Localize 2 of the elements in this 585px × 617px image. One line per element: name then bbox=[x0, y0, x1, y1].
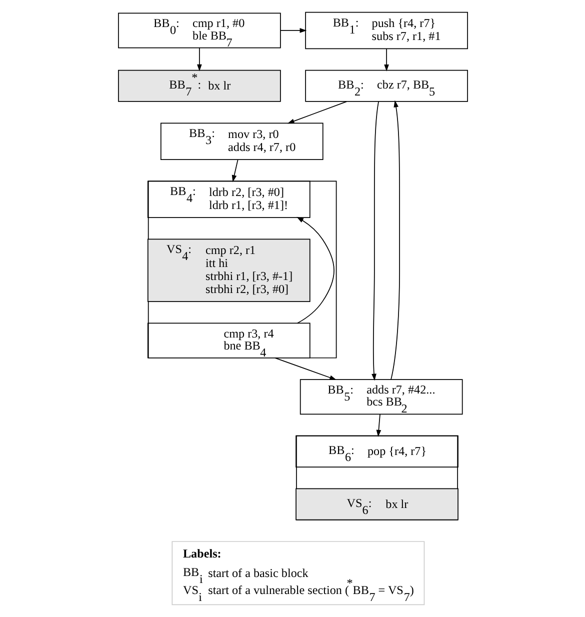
label: Labels: bbox=[182, 546, 221, 561]
label: start of a basic block bbox=[208, 566, 308, 580]
